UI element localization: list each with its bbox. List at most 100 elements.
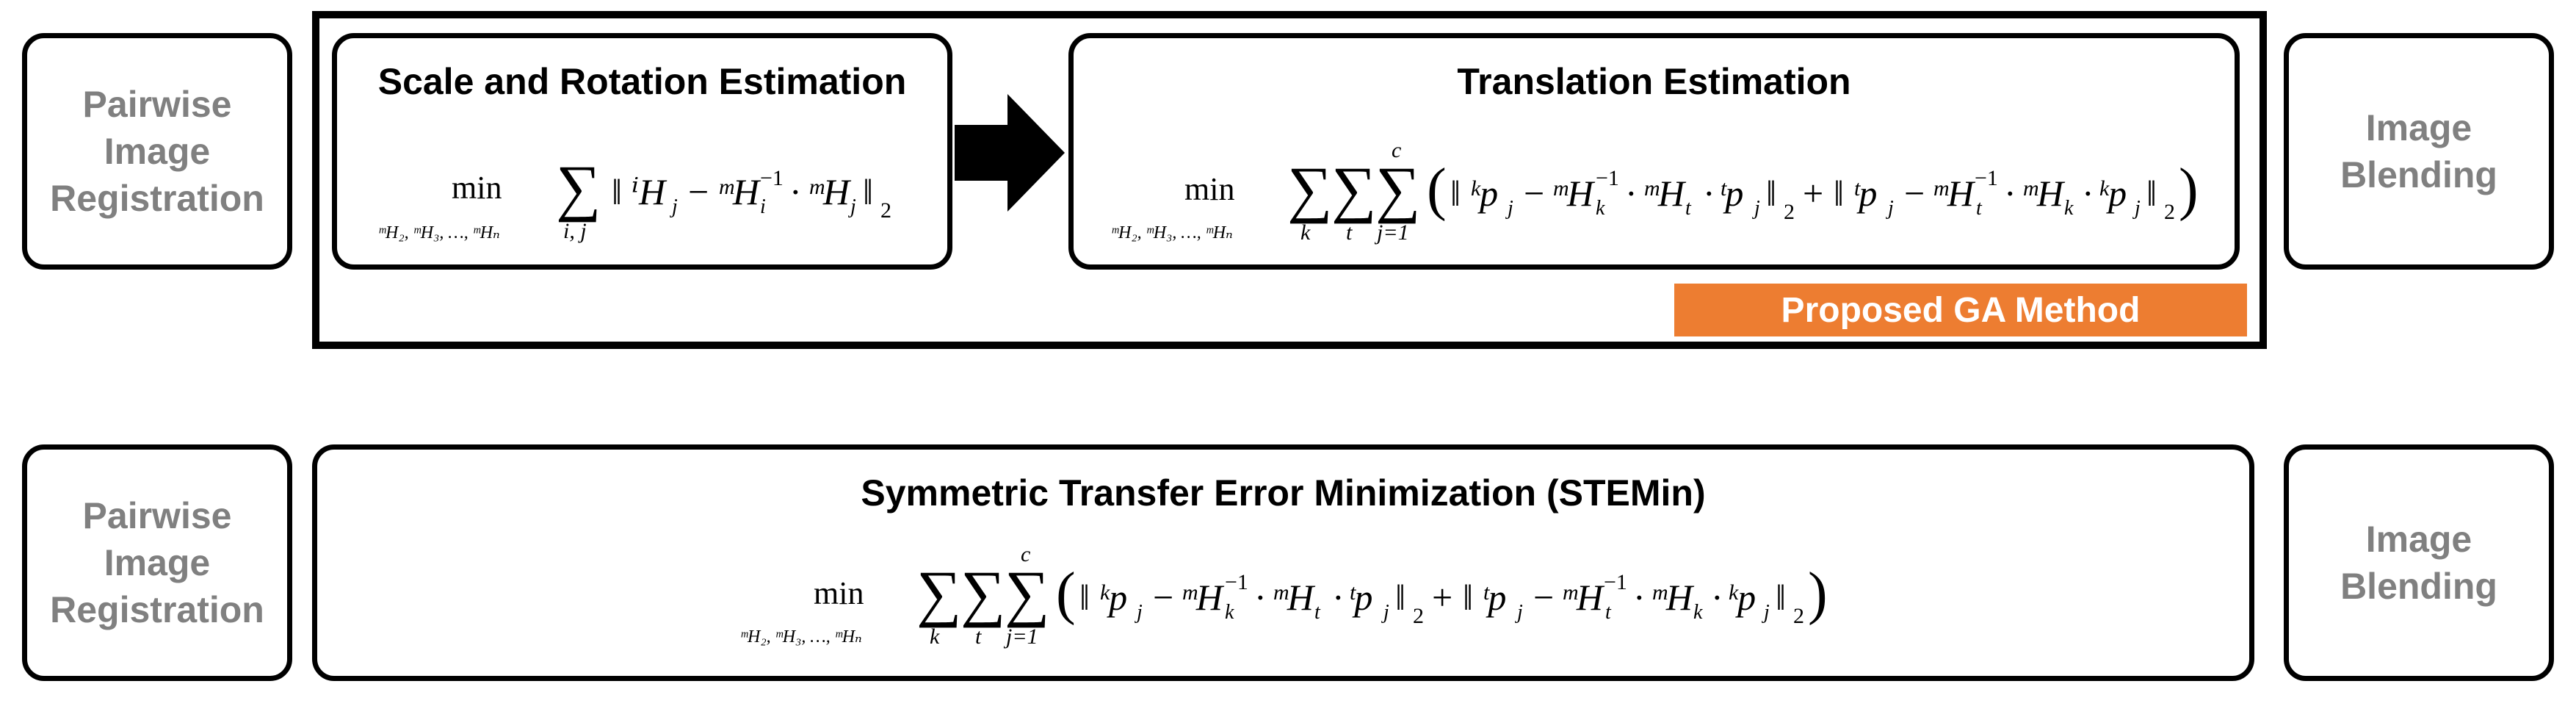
stemin-title: Symmetric Transfer Error Minimization (S… — [861, 472, 1706, 514]
svg-text:j: j — [1762, 601, 1770, 624]
svg-text:k: k — [2064, 197, 2074, 220]
svg-text:−: − — [688, 171, 709, 212]
top-image-blending-box: Image Blending — [2284, 33, 2554, 270]
svg-text:min: min — [1184, 171, 1234, 207]
svg-text:∑: ∑ — [1005, 558, 1049, 628]
svg-text:·: · — [1711, 577, 1723, 618]
bottom-pairwise-line3: Registration — [50, 589, 264, 630]
scale-rotation-formula-svg: min ᵐH₂, ᵐH₃, …, ᵐHₙ ∑ i, j ‖ ⁱH j − ᵐH … — [378, 152, 891, 243]
svg-text:‖: ‖ — [612, 171, 622, 212]
svg-text:): ) — [1808, 561, 1828, 626]
svg-text:−1: −1 — [1596, 166, 1619, 190]
svg-text:−: − — [1153, 577, 1173, 618]
svg-text:ᵐH: ᵐH — [1932, 173, 1976, 214]
stemin-box: Symmetric Transfer Error Minimization (S… — [312, 444, 2254, 681]
svg-text:ᵐH: ᵐH — [2022, 173, 2066, 214]
svg-text:+: + — [1432, 577, 1452, 618]
svg-text:·: · — [789, 171, 802, 212]
top-blending-line2: Blending — [2340, 154, 2497, 195]
svg-text:j=1: j=1 — [1003, 624, 1038, 649]
translation-title: Translation Estimation — [1457, 61, 1851, 102]
svg-text:j: j — [1515, 601, 1523, 624]
svg-text:j: j — [1135, 601, 1143, 624]
svg-text:ᵐH: ᵐH — [1272, 577, 1316, 618]
svg-text:−1: −1 — [1604, 570, 1627, 594]
svg-text:‖: ‖ — [1450, 173, 1461, 214]
svg-text:(: ( — [1427, 157, 1447, 222]
svg-text:j: j — [2132, 197, 2141, 220]
svg-text:t: t — [1346, 220, 1353, 245]
svg-text:·: · — [2004, 173, 2016, 214]
svg-text:t: t — [1685, 197, 1692, 220]
svg-text:ᵏp: ᵏp — [1727, 577, 1756, 618]
svg-text:k: k — [1596, 197, 1605, 220]
svg-text:j=1: j=1 — [1374, 220, 1409, 245]
stemin-formula-svg: min ᵐH₂, ᵐH₃, …, ᵐHₙ ∑ k ∑ t ∑ c j=1 ( ‖… — [740, 542, 1828, 649]
svg-text:ᵗp: ᵗp — [1482, 577, 1506, 618]
svg-text:ᵐH₂, ᵐH₃, …, ᵐHₙ: ᵐH₂, ᵐH₃, …, ᵐHₙ — [378, 223, 500, 242]
svg-text:k: k — [1693, 601, 1703, 624]
svg-text:min: min — [452, 170, 502, 206]
bottom-image-blending-box: Image Blending — [2284, 444, 2554, 681]
svg-text:min: min — [814, 575, 864, 611]
svg-text:): ) — [2179, 157, 2199, 222]
svg-text:t: t — [1314, 601, 1321, 624]
svg-text:ᵐH₂, ᵐH₃, …, ᵐHₙ: ᵐH₂, ᵐH₃, …, ᵐHₙ — [1111, 223, 1233, 242]
svg-text:ᵗp: ᵗp — [1719, 173, 1743, 214]
svg-text:+: + — [1803, 173, 1823, 214]
svg-text:−1: −1 — [1975, 166, 1998, 190]
svg-text:2: 2 — [1784, 200, 1795, 224]
svg-text:‖: ‖ — [1079, 577, 1090, 618]
svg-text:j: j — [1505, 197, 1513, 220]
svg-text:ᵗp: ᵗp — [1853, 173, 1877, 214]
proposed-method-frame — [312, 11, 2267, 349]
svg-text:k: k — [930, 624, 940, 649]
top-pairwise-line3: Registration — [50, 178, 264, 219]
svg-text:·: · — [1633, 577, 1646, 618]
bottom-pairwise-line2: Image — [104, 542, 211, 583]
svg-text:t: t — [975, 624, 982, 649]
svg-text:j: j — [1886, 197, 1894, 220]
svg-text:(: ( — [1056, 561, 1076, 626]
svg-text:ᵐH: ᵐH — [1181, 577, 1225, 618]
svg-text:i: i — [760, 195, 766, 218]
svg-text:c: c — [1392, 138, 1401, 162]
svg-text:j: j — [1381, 601, 1389, 624]
bottom-pairwise-line1: Pairwise — [82, 495, 232, 536]
svg-text:·: · — [1254, 577, 1267, 618]
svg-text:−: − — [1533, 577, 1554, 618]
scale-rotation-formula: min ᵐH₂, ᵐH₃, …, ᵐHₙ ∑ i, j ‖ ⁱH j − ᵐH … — [337, 152, 947, 266]
svg-text:ᵗp: ᵗp — [1348, 577, 1372, 618]
svg-text:−: − — [1904, 173, 1925, 214]
svg-text:‖: ‖ — [1766, 173, 1776, 214]
svg-text:‖: ‖ — [863, 171, 873, 212]
scale-rotation-box: Scale and Rotation Estimation min ᵐH₂, ᵐ… — [332, 33, 952, 270]
top-blending-line1: Image — [2365, 107, 2472, 148]
top-pairwise-line2: Image — [104, 131, 211, 172]
svg-text:c: c — [1021, 542, 1030, 566]
svg-text:ᵐH: ᵐH — [717, 171, 761, 212]
svg-text:2: 2 — [880, 198, 891, 223]
svg-text:·: · — [1332, 577, 1345, 618]
svg-text:ᵐH: ᵐH — [1643, 173, 1687, 214]
svg-text:‖: ‖ — [2146, 173, 2157, 214]
svg-text:∑: ∑ — [1287, 154, 1332, 224]
bottom-pairwise-registration-box: Pairwise Image Registration — [22, 444, 292, 681]
svg-text:‖: ‖ — [1834, 173, 1844, 214]
svg-text:ᵏp: ᵏp — [2098, 173, 2127, 214]
svg-text:‖: ‖ — [1776, 577, 1786, 618]
svg-text:ᵐH: ᵐH — [1552, 173, 1596, 214]
svg-text:ᵐH: ᵐH — [808, 171, 852, 212]
svg-text:k: k — [1225, 601, 1234, 624]
bottom-blending-line1: Image — [2365, 519, 2472, 560]
svg-text:j: j — [848, 195, 856, 218]
svg-text:ᵏp: ᵏp — [1099, 577, 1127, 618]
svg-text:j: j — [670, 195, 678, 218]
svg-text:t: t — [1976, 197, 1983, 220]
scale-rotation-title: Scale and Rotation Estimation — [377, 61, 907, 102]
translation-formula: min ᵐH₂, ᵐH₃, …, ᵐHₙ ∑ k ∑ t ∑ c j=1 ( ‖… — [1074, 138, 2235, 266]
svg-text:−1: −1 — [760, 166, 784, 190]
svg-text:ᵐH: ᵐH — [1651, 577, 1695, 618]
svg-text:2: 2 — [1793, 604, 1804, 628]
svg-text:∑: ∑ — [916, 558, 961, 628]
